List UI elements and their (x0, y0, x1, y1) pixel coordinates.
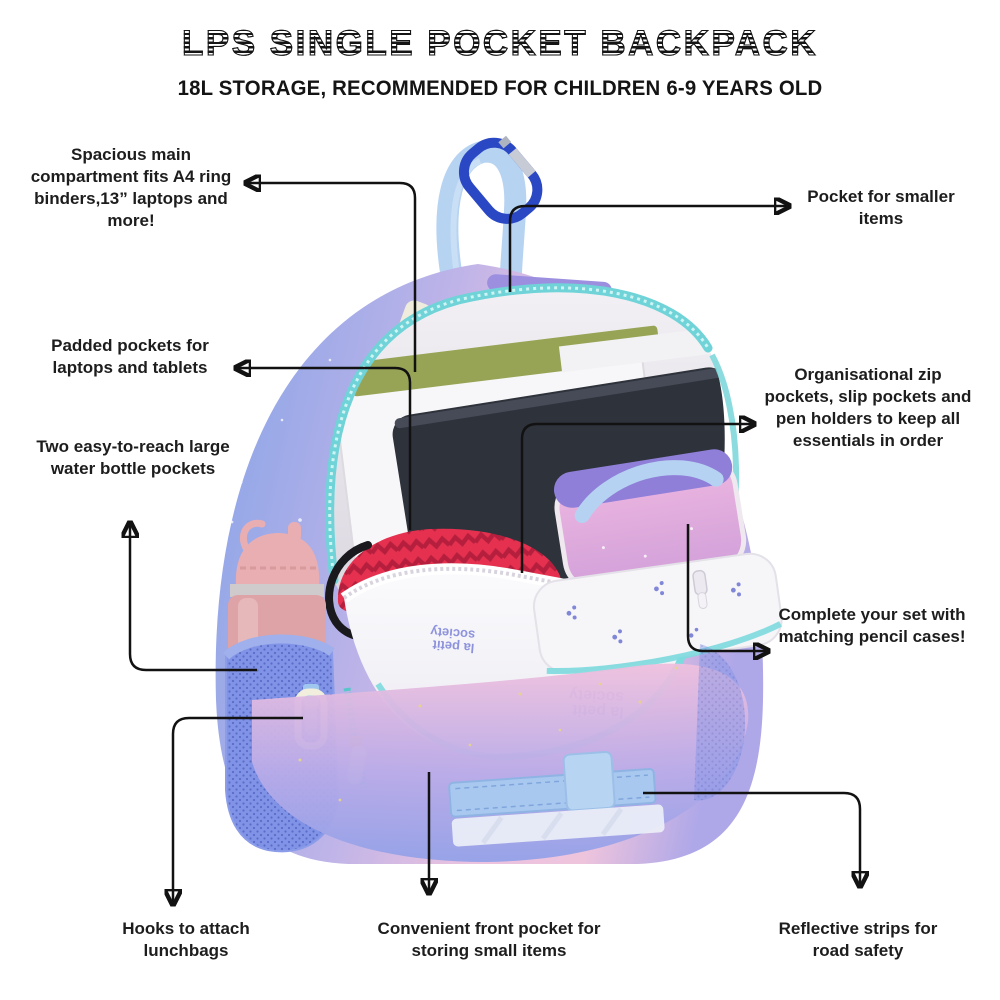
callout-organisational: Organisational zip pockets, slip pockets… (764, 365, 972, 450)
flower-prints (566, 581, 742, 644)
reflective-strip (451, 804, 665, 847)
zipper-pull (692, 569, 708, 610)
callout-front-pocket: Convenient front pocket for storing smal… (377, 919, 601, 960)
green-book (349, 325, 661, 397)
callout-water-bottle: Two easy-to-reach large water bottle poc… (36, 437, 230, 478)
callout-pocket-smaller: Pocket for smaller items (807, 187, 955, 228)
pencil-case (554, 449, 747, 592)
callout-spacious-main: Spacious main compartment fits A4 ring b… (30, 145, 232, 230)
callout-line-water-bottle (130, 523, 257, 672)
flower-organizer-panel (532, 552, 783, 675)
pencil-case-ribbon (574, 460, 724, 524)
callout-line-hooks (173, 716, 303, 904)
gold-sparkles (298, 666, 678, 802)
top-handle (436, 140, 527, 283)
page-subtitle: 18L STORAGE, RECOMMENDED FOR CHILDREN 6-… (177, 77, 823, 100)
callout-line-pocket-smaller (508, 206, 789, 292)
callout-line-spacious-main (246, 183, 417, 372)
callout-pencil-cases: Complete your set with matching pencil c… (778, 605, 966, 646)
callout-line-reflective (643, 791, 860, 886)
callout-reflective: Reflective strips for road safety (778, 919, 938, 960)
front-pocket-panel (252, 644, 749, 862)
callout-line-padded-pockets (236, 368, 412, 530)
callout-hooks: Hooks to attach lunchbags (122, 919, 250, 960)
callout-padded-pockets: Padded pockets for laptops and tablets (51, 336, 209, 377)
callout-line-organisational (520, 424, 754, 573)
carabiner-clip (458, 135, 543, 224)
flap-print: la petit society (428, 624, 476, 656)
callout-line-pencil-cases (686, 524, 768, 651)
right-gusset-mesh (694, 644, 746, 801)
page-title: LPS SINGLE POCKET BACKPACK (0, 23, 1000, 64)
